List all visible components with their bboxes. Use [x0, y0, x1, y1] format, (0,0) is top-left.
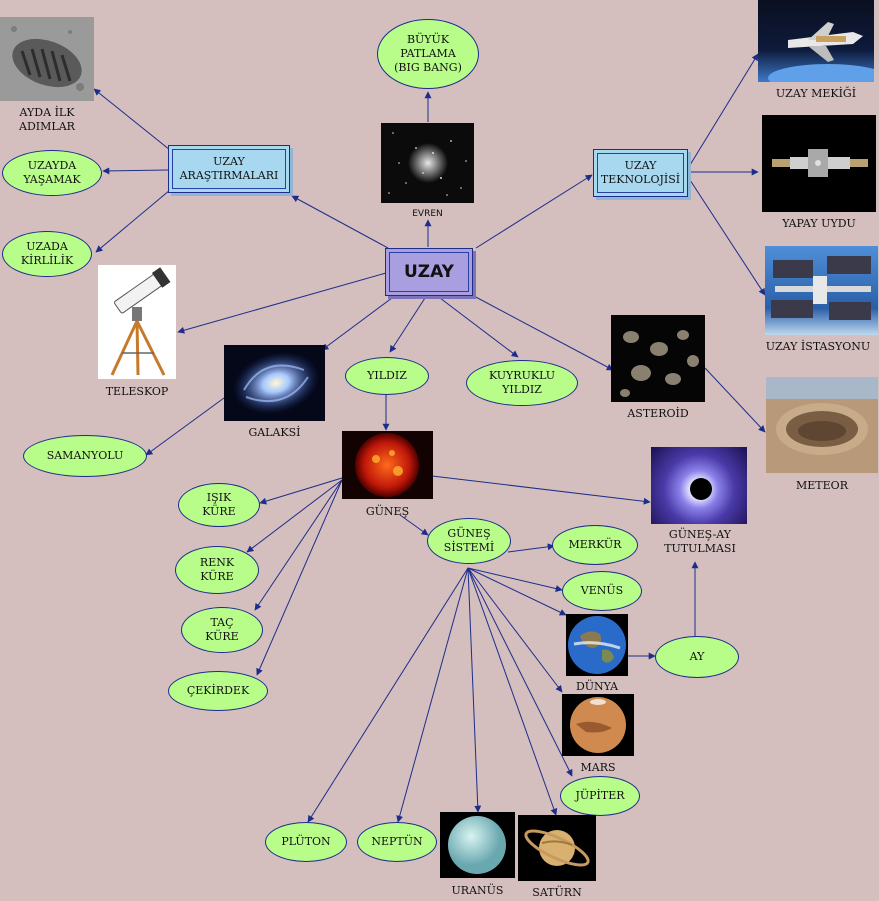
saturn-icon	[524, 829, 590, 867]
earth-icon	[568, 616, 626, 674]
gunes-caption: GÜNEŞ	[365, 505, 410, 518]
uranus-icon	[448, 816, 506, 874]
uzay-arastirmalari-box[interactable]: UZAY ARAŞTIRMALARI	[168, 145, 290, 193]
eclipse-image	[651, 447, 747, 524]
tac-kure-node[interactable]: TAÇ KÜRE	[181, 607, 263, 653]
yildiz-node[interactable]: YILDIZ	[345, 357, 429, 395]
link-sistem-saturn	[467, 567, 558, 816]
galaxy-image	[224, 345, 325, 421]
dunya-caption: DÜNYA	[575, 680, 619, 693]
satellite-image	[762, 115, 876, 212]
link-teknoloji-mekik	[689, 53, 759, 166]
link-gunes-cekirdek	[256, 479, 343, 676]
station-icon	[771, 256, 871, 320]
space-station-image	[765, 246, 878, 335]
link-sistem-mars	[467, 567, 563, 693]
renk-kure-node[interactable]: RENK KÜRE	[175, 546, 259, 594]
isik-kure-node[interactable]: IŞIK KÜRE	[178, 483, 260, 527]
link-uzay-teknolojisi	[475, 174, 593, 249]
link-sistem-venus	[467, 567, 563, 592]
meteor-crater-image	[766, 377, 878, 473]
mars-image	[562, 694, 634, 756]
galaksi-caption: GALAKSİ	[248, 426, 301, 439]
neptun-node[interactable]: NEPTÜN	[357, 822, 437, 862]
earth-image	[566, 614, 628, 676]
asteroid-image	[611, 315, 705, 402]
space-shuttle-image	[758, 0, 874, 82]
link-sistem-neptun	[396, 567, 469, 823]
meteor-caption: METEOR	[796, 479, 848, 492]
saturn-image	[518, 815, 596, 881]
link-uzay-asteroid	[471, 294, 614, 371]
mars-caption: MARS	[580, 761, 616, 774]
link-gunes-renk	[246, 479, 343, 553]
kuyruklu-yildiz-node[interactable]: KUYRUKLU YILDIZ	[466, 360, 578, 406]
link-asteroid-meteor	[704, 367, 766, 433]
eclipse-icon	[690, 478, 712, 500]
link-galaksi-samanyolu	[145, 397, 225, 456]
uzay-istasyonu-caption: UZAY İSTASYONU	[765, 340, 871, 353]
jupiter-node[interactable]: JÜPİTER	[560, 776, 640, 816]
uranus-caption: URANÜS	[451, 884, 504, 897]
footprint-image	[0, 17, 94, 101]
yapay-uydu-caption: YAPAY UYDU	[782, 217, 856, 230]
link-sistem-uranus	[467, 567, 482, 813]
gunes-ay-tutulmasi-caption: GÜNEŞ-AY TUTULMASI	[664, 528, 736, 555]
link-sistem-dunya	[467, 567, 567, 616]
evren-caption: EVREN	[412, 209, 443, 219]
ayda-ilk-adimlar-caption: AYDA İLK ADIMLAR	[19, 106, 75, 133]
star-cluster-icon	[388, 132, 467, 196]
uzada-kirlilik-node[interactable]: UZADA KİRLİLİK	[2, 231, 92, 277]
asteroids-icon	[620, 330, 699, 397]
link-gunes-isik	[259, 477, 343, 505]
pluton-node[interactable]: PLÜTON	[265, 822, 347, 862]
link-uzay-galaksi	[321, 297, 393, 351]
venus-node[interactable]: VENÜS	[562, 571, 642, 611]
uzayda-yasamak-node[interactable]: UZAYDA YAŞAMAK	[2, 150, 102, 196]
link-gunes-tutulma	[431, 475, 651, 505]
uranus-image	[440, 812, 515, 878]
link-uzay-teleskop	[177, 272, 387, 334]
link-uzay-arastirmalari	[291, 195, 389, 249]
saturn-caption: SATÜRN	[532, 886, 582, 899]
ay-node[interactable]: AY	[655, 636, 739, 678]
link-arastirma-kirlilik	[95, 189, 171, 253]
galaxy-icon	[232, 351, 320, 415]
uzay-teknolojisi-box[interactable]: UZAY TEKNOLOJİSİ	[593, 149, 688, 197]
universe-image	[381, 123, 474, 203]
samanyolu-node[interactable]: SAMANYOLU	[23, 435, 147, 477]
telescope-icon	[110, 267, 171, 376]
sun-image	[342, 431, 433, 499]
cekirdek-node[interactable]: ÇEKİRDEK	[168, 671, 268, 711]
merkur-node[interactable]: MERKÜR	[552, 525, 638, 565]
link-uzay-yildiz	[389, 297, 426, 353]
big-bang-node[interactable]: BÜYÜK PATLAMA (BIG BANG)	[377, 19, 479, 89]
link-sistem-merkur	[507, 543, 555, 553]
link-arastirma-ayda	[93, 88, 171, 151]
sun-icon	[355, 433, 419, 497]
link-gunes-sistem	[399, 514, 429, 536]
uzay-center-node[interactable]: UZAY	[385, 248, 473, 296]
teleskop-caption: TELESKOP	[105, 385, 169, 398]
link-arastirma-yasamak	[102, 167, 169, 175]
link-sistem-jupiter	[467, 567, 573, 777]
telescope-image	[98, 265, 176, 379]
footprint-icon	[0, 17, 94, 101]
shuttle-icon	[768, 22, 874, 82]
gunes-sistemi-node[interactable]: GÜNEŞ SİSTEMİ	[427, 518, 511, 564]
link-gunes-tac	[254, 479, 343, 611]
asteroid-caption: ASTEROİD	[627, 407, 689, 420]
satellite-icon	[772, 149, 868, 177]
link-uzay-kuyruklu	[439, 297, 519, 358]
uzay-mekigi-caption: UZAY MEKİĞİ	[775, 87, 857, 100]
link-teknoloji-istasyon	[689, 179, 766, 296]
crater-icon	[766, 377, 878, 455]
mars-icon	[570, 697, 626, 753]
link-sistem-pluton	[307, 567, 469, 823]
